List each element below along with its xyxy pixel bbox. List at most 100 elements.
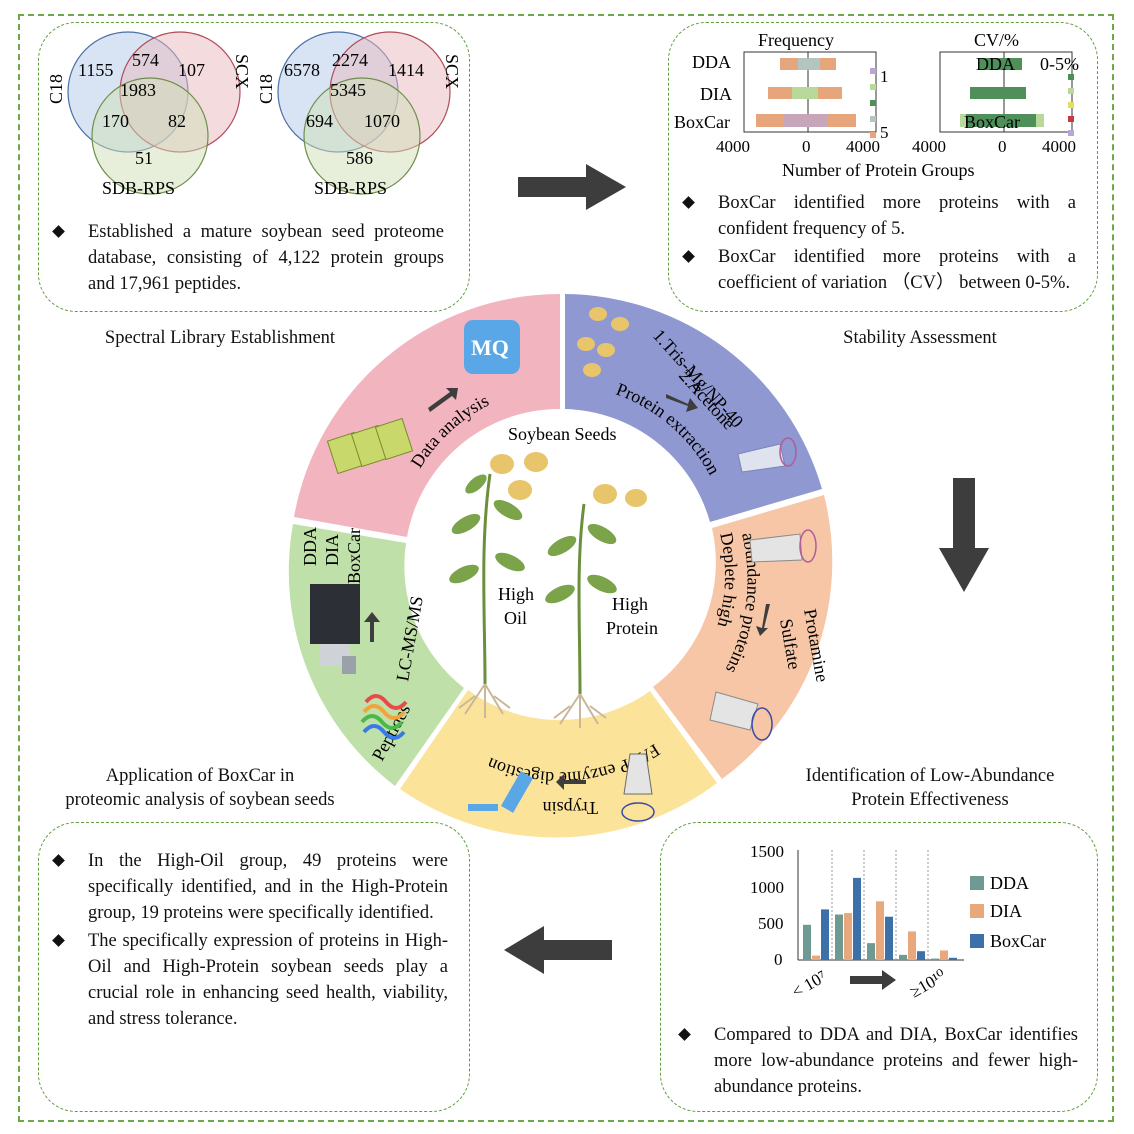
cv-bar-dia [970, 87, 1026, 99]
workflow-wheel: Soybean Seeds High Oil High Protein Prot… [288, 293, 833, 838]
application-bullets: In the High-Oil group, 49 proteins were … [46, 848, 448, 1034]
freq-legend-5: 5 [880, 123, 889, 142]
sector-arrow-fasp [556, 774, 586, 790]
venn-right-all: 5345 [330, 80, 366, 100]
sector-arrow-deplete [756, 604, 770, 636]
outer-frame [18, 14, 1114, 1122]
filter-tube-icon [621, 753, 655, 822]
freq-title: Frequency [758, 30, 834, 50]
venn-left-all: 1983 [120, 80, 156, 100]
venn-right-c18-sdb: 694 [306, 111, 333, 131]
sector-arrow-lcms [364, 612, 380, 642]
tick-freq-right: 4000 [846, 137, 880, 156]
tick-cv-zero: 0 [998, 137, 1007, 156]
venn-right-c18-only: 6578 [284, 60, 320, 80]
low-abundance-bar-chart: 1500 1000 500 0 < 10⁷ ≥10¹⁰ DDA DIA BoxC… [750, 842, 1046, 1002]
venn-right-sdb-label: SDB-RPS [314, 178, 387, 198]
peptides-icon [360, 694, 408, 740]
center-title: Soybean Seeds [508, 424, 616, 444]
venn-right-c18-scx: 2274 [332, 50, 368, 70]
bar-dda-3 [899, 954, 907, 960]
stability-bullet-2: BoxCar identified more proteins with a c… [676, 244, 1076, 296]
row-label-boxcar: BoxCar [674, 112, 730, 132]
low-abundance-title-1: Identification of Low-Abundance [805, 766, 1055, 786]
tick-freq-zero: 0 [802, 137, 811, 156]
trypsin-vial-icon [468, 771, 534, 813]
venn-right-c18-label: C18 [256, 74, 276, 104]
low-abundance-bullets: Compared to DDA and DIA, BoxCar identifi… [672, 1022, 1078, 1102]
x-label-right: ≥10¹⁰ [907, 966, 950, 1002]
venn-left-c18-only: 1155 [78, 60, 113, 80]
sector-deplete [653, 495, 833, 779]
bar-dia-3 [908, 931, 916, 960]
sector-arrow-data-analysis [428, 388, 458, 412]
freq-axes-box [743, 51, 877, 133]
venn-right-scx-only: 1414 [388, 60, 424, 80]
bar-dia-1 [844, 913, 852, 960]
venn-left-scx-label: SCX [232, 54, 252, 89]
venn-right-sdb-circle [303, 77, 421, 195]
bar-boxcar-2 [885, 916, 893, 960]
library-title: Spectral Library Establishment [104, 328, 336, 348]
cv-bars [960, 58, 1044, 127]
low-abundance-bullet: Compared to DDA and DIA, BoxCar identifi… [672, 1022, 1078, 1100]
freq-bar-dda-mid [798, 58, 820, 70]
venn-diagrams: C18 SCX 1155 574 107 1983 170 82 51 SDB-… [46, 31, 462, 198]
y-tick-1500: 1500 [750, 842, 784, 861]
y-tick-500: 500 [758, 914, 784, 933]
freq-legend [870, 68, 876, 138]
sector-arrow-extraction [666, 394, 698, 412]
bar-dia-4 [940, 950, 948, 960]
method-boxcar: BoxCar [344, 528, 364, 584]
library-bullet: Established a mature soybean seed proteo… [46, 219, 444, 297]
mass-spectrometer-icon [310, 584, 360, 674]
cv-row-boxcar: BoxCar [964, 112, 1020, 132]
tick-freq-left: 4000 [716, 137, 750, 156]
sector-fasp [400, 690, 717, 838]
cv-row-dda: DDA [976, 54, 1015, 74]
cv-bar-dda [980, 58, 1022, 70]
application-title-2: proteomic analysis of soybean seeds [65, 790, 335, 810]
soybean-plant-high-protein [545, 503, 617, 728]
row-label-dda: DDA [692, 52, 731, 72]
bar-dda-4 [931, 958, 939, 960]
cv-title: CV/% [974, 30, 1019, 50]
bar-boxcar-3 [917, 951, 925, 960]
bar-dda-1 [835, 914, 843, 960]
legend-boxcar: BoxCar [990, 931, 1046, 951]
bar-dia-0 [812, 955, 820, 960]
trypsin-label: Trypsin [543, 798, 598, 818]
tick-cv-right: 4000 [1042, 137, 1076, 156]
high-oil-l2: Oil [504, 608, 527, 628]
wheel-center [410, 414, 710, 714]
bar-boxcar-0 [821, 909, 829, 960]
stability-bullets: BoxCar identified more proteins with a c… [676, 190, 1076, 298]
legend-swatch-dia [970, 904, 984, 918]
arrow-down-icon [939, 478, 989, 592]
bar-dda-2 [867, 943, 875, 960]
freq-bar-dia-mid [792, 87, 818, 99]
row-label-dia: DIA [700, 84, 732, 104]
tube-icon-extraction [737, 437, 797, 473]
legend-swatch-dda [970, 876, 984, 890]
x-label-left: < 10⁷ [789, 967, 830, 1002]
freq-bar-boxcar-mid [784, 114, 828, 127]
venn-right-scx-sdb: 1070 [364, 111, 400, 131]
method-dia: DIA [322, 534, 342, 566]
soybean-plant-high-oil [449, 473, 525, 718]
cv-legend-label: 0-5% [1040, 54, 1079, 74]
stability-xlabel: Number of Protein Groups [782, 160, 974, 180]
y-tick-0: 0 [774, 950, 783, 969]
bar-dda-0 [803, 924, 811, 960]
stability-chart: Frequency CV/% DDA DIA BoxCar 1 5 DDA Bo… [674, 30, 1079, 180]
freq-legend-1: 1 [880, 67, 889, 86]
low-abundance-title-2: Protein Effectiveness [851, 790, 1009, 810]
x-direction-arrow-icon [850, 970, 896, 990]
seed-packets-icon [326, 417, 414, 475]
method-dda: DDA [300, 527, 320, 566]
cv-legend [1068, 74, 1074, 136]
high-protein-l2: Protein [606, 618, 658, 638]
legend-swatch-boxcar [970, 934, 984, 948]
venn-left-sdb-only: 51 [135, 148, 153, 168]
application-bullet-1: In the High-Oil group, 49 proteins were … [46, 848, 448, 926]
